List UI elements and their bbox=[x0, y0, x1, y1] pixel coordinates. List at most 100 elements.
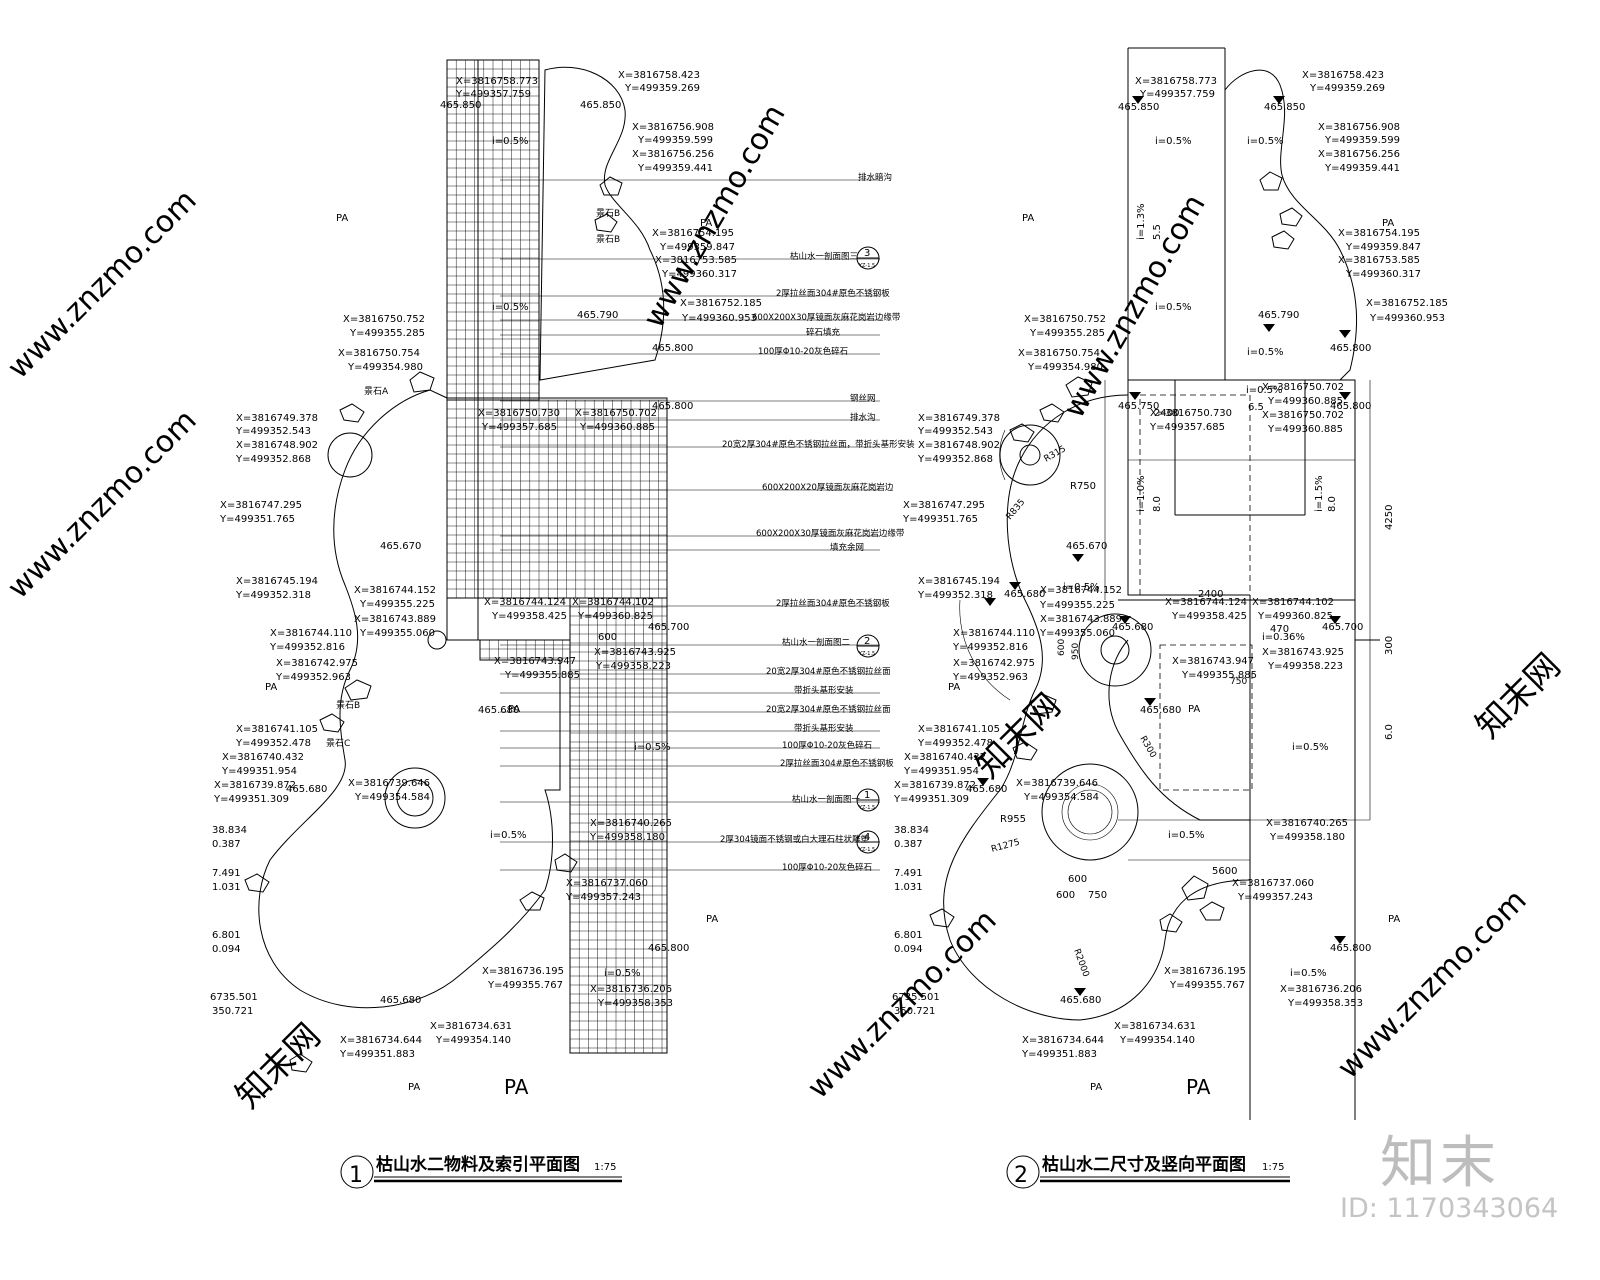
plan1-elevations: 465.850 465.850 465.790 465.800 465.670 … bbox=[286, 100, 693, 1006]
coord-y: Y=499355.885 bbox=[1181, 670, 1257, 681]
plan2-elevations: 465.850 465.850 465.790 465.800 465.750 … bbox=[966, 102, 1371, 1006]
section-ref-1[interactable]: 1 YZ-1.5 bbox=[856, 788, 880, 812]
coord-y: Y=499351.765 bbox=[219, 514, 295, 525]
dimension: 6.0 bbox=[1384, 724, 1395, 740]
note: 20宽2厚304#原色不锈钢拉丝面 bbox=[766, 666, 891, 677]
coord-x: X=3816740.265 bbox=[1266, 818, 1348, 829]
coord-y: Y=499358.223 bbox=[595, 661, 671, 672]
section-ref-2[interactable]: 2 YZ-1.5 bbox=[856, 634, 880, 658]
coord-y: Y=499354.140 bbox=[1119, 1035, 1195, 1046]
coord-y: Y=499357.243 bbox=[565, 892, 641, 903]
note: 2厚304镜面不锈钢或白大理石柱状雕塑 bbox=[720, 834, 870, 845]
note: 枯山水一剖面图一 bbox=[792, 794, 861, 805]
coord-y: Y=499352.478 bbox=[917, 738, 993, 749]
coord-clipped: 6735.501 bbox=[210, 992, 258, 1003]
plan-title: 枯山水二尺寸及竖向平面图 bbox=[1042, 1154, 1246, 1175]
coord-y: Y=499354.980 bbox=[347, 362, 423, 373]
section-ref-number: 1 bbox=[864, 790, 870, 801]
section-ref-number: 4 bbox=[864, 832, 870, 843]
plan-number-circle bbox=[1006, 1155, 1040, 1189]
coord-y: Y=499352.868 bbox=[235, 454, 311, 465]
elevation: 465.700 bbox=[1322, 622, 1363, 633]
coord-y: Y=499352.816 bbox=[952, 642, 1028, 653]
coord-y: Y=499352.816 bbox=[269, 642, 345, 653]
coord-y: Y=499359.441 bbox=[637, 163, 713, 174]
landscape-stones bbox=[929, 171, 1303, 933]
plan2-area-labels: PA PA PA PA PA PA PA bbox=[948, 213, 1400, 1099]
slope: i=1.3% bbox=[1136, 203, 1147, 240]
coord-y: Y=499354.980 bbox=[1027, 362, 1103, 373]
note: 枯山水一剖面图二 bbox=[782, 637, 851, 648]
note: 填充余网 bbox=[830, 542, 864, 553]
elevation: 465.680 bbox=[1060, 995, 1101, 1006]
stream-edge-upper bbox=[1224, 69, 1358, 381]
coord-y: Y=499355.285 bbox=[1029, 328, 1105, 339]
note: 100厚Φ10-20灰色碎石 bbox=[758, 346, 848, 357]
stone-label: 景石A bbox=[364, 386, 389, 397]
coord-x: X=3816756.908 bbox=[632, 122, 714, 133]
coord-x: X=3816740.265 bbox=[590, 818, 672, 829]
stone-pad-inner bbox=[1019, 444, 1041, 466]
coord-y: Y=499352.478 bbox=[235, 738, 311, 749]
coord-x: X=3816739.872 bbox=[214, 780, 296, 791]
coord-x: X=3816734.644 bbox=[340, 1035, 422, 1046]
slope: i=0.5% bbox=[1246, 385, 1283, 396]
area-label: PA bbox=[700, 218, 712, 229]
dimension: 2400 bbox=[1198, 589, 1223, 600]
note: 碎石填充 bbox=[806, 327, 841, 338]
coord-y: Y=499358.425 bbox=[1171, 611, 1247, 622]
coord-y: Y=499360.825 bbox=[1257, 611, 1333, 622]
coord-y: Y=499358.353 bbox=[1287, 998, 1363, 1009]
coord-y: Y=499358.425 bbox=[491, 611, 567, 622]
coord-x: X=3816744.124 bbox=[1165, 597, 1247, 608]
gravel-bed-main bbox=[258, 389, 561, 1009]
note: 排水暗沟 bbox=[858, 172, 892, 183]
coord-y: Y=499352.543 bbox=[917, 426, 993, 437]
plan-number-circle bbox=[340, 1155, 374, 1189]
note: 20宽2厚304#原色不锈钢拉丝面，带折头基形安装 bbox=[722, 439, 915, 450]
slope: i=0.5% bbox=[634, 742, 671, 753]
stone-label: 景石C bbox=[326, 738, 350, 749]
dimension: 6.5 bbox=[1248, 402, 1264, 413]
area-label: PA bbox=[948, 682, 960, 693]
stone-pad bbox=[999, 424, 1061, 486]
elevation: 465.680 bbox=[1140, 705, 1181, 716]
dimension: 8.0 bbox=[1327, 496, 1338, 512]
coord-y: Y=499355.767 bbox=[1169, 980, 1245, 991]
dimension: 2400 bbox=[1154, 408, 1179, 419]
stone-pad bbox=[1078, 613, 1152, 687]
coord-clipped: 38.834 bbox=[212, 825, 247, 836]
dimension: R1275 bbox=[990, 838, 1021, 855]
coord-x: X=3816744.102 bbox=[1252, 597, 1334, 608]
coord-x: X=3816736.195 bbox=[482, 966, 564, 977]
plan1-area-labels: PA PA PA PA PA PA PA bbox=[265, 213, 718, 1099]
elevation: 465.800 bbox=[652, 343, 693, 354]
coord-x: X=3816753.585 bbox=[655, 255, 737, 266]
coord-x: X=3816744.102 bbox=[572, 597, 654, 608]
coord-x: X=3816743.889 bbox=[1040, 614, 1122, 625]
coord-x: X=3816743.947 bbox=[1172, 656, 1254, 667]
elevation: 465.850 bbox=[1118, 102, 1159, 113]
coord-x: X=3816749.378 bbox=[918, 413, 1000, 424]
coord-x: X=3816739.646 bbox=[1016, 778, 1098, 789]
dimension: 5600 bbox=[1212, 866, 1237, 877]
watermark-site: www.znzmo.com bbox=[1, 403, 204, 606]
coord-y: Y=499352.963 bbox=[275, 672, 351, 683]
elevation: 465.680 bbox=[1004, 589, 1045, 600]
coord-y: Y=499351.765 bbox=[902, 514, 978, 525]
coord-y: Y=499359.269 bbox=[624, 83, 700, 94]
grid-paving-top bbox=[446, 59, 667, 1053]
note-leaders bbox=[500, 179, 880, 871]
section-ref-4[interactable]: 4 YZ-1.5 bbox=[856, 830, 880, 854]
coord-x: X=3816741.105 bbox=[918, 724, 1000, 735]
dimension: R955 bbox=[1000, 814, 1026, 825]
plan2-title-block: 2 枯山水二尺寸及竖向平面图 1:75 bbox=[1006, 1154, 1290, 1189]
coord-x: X=3816739.646 bbox=[348, 778, 430, 789]
dimension: 300 bbox=[1384, 636, 1395, 655]
coord-y: Y=499352.318 bbox=[917, 590, 993, 601]
watermark-site: www.znzmo.com bbox=[1, 183, 204, 386]
coord-y: Y=499355.060 bbox=[359, 628, 435, 639]
coord-y: Y=499359.847 bbox=[1345, 242, 1421, 253]
section-ref-3[interactable]: 3 YZ-1.5 bbox=[856, 246, 880, 270]
